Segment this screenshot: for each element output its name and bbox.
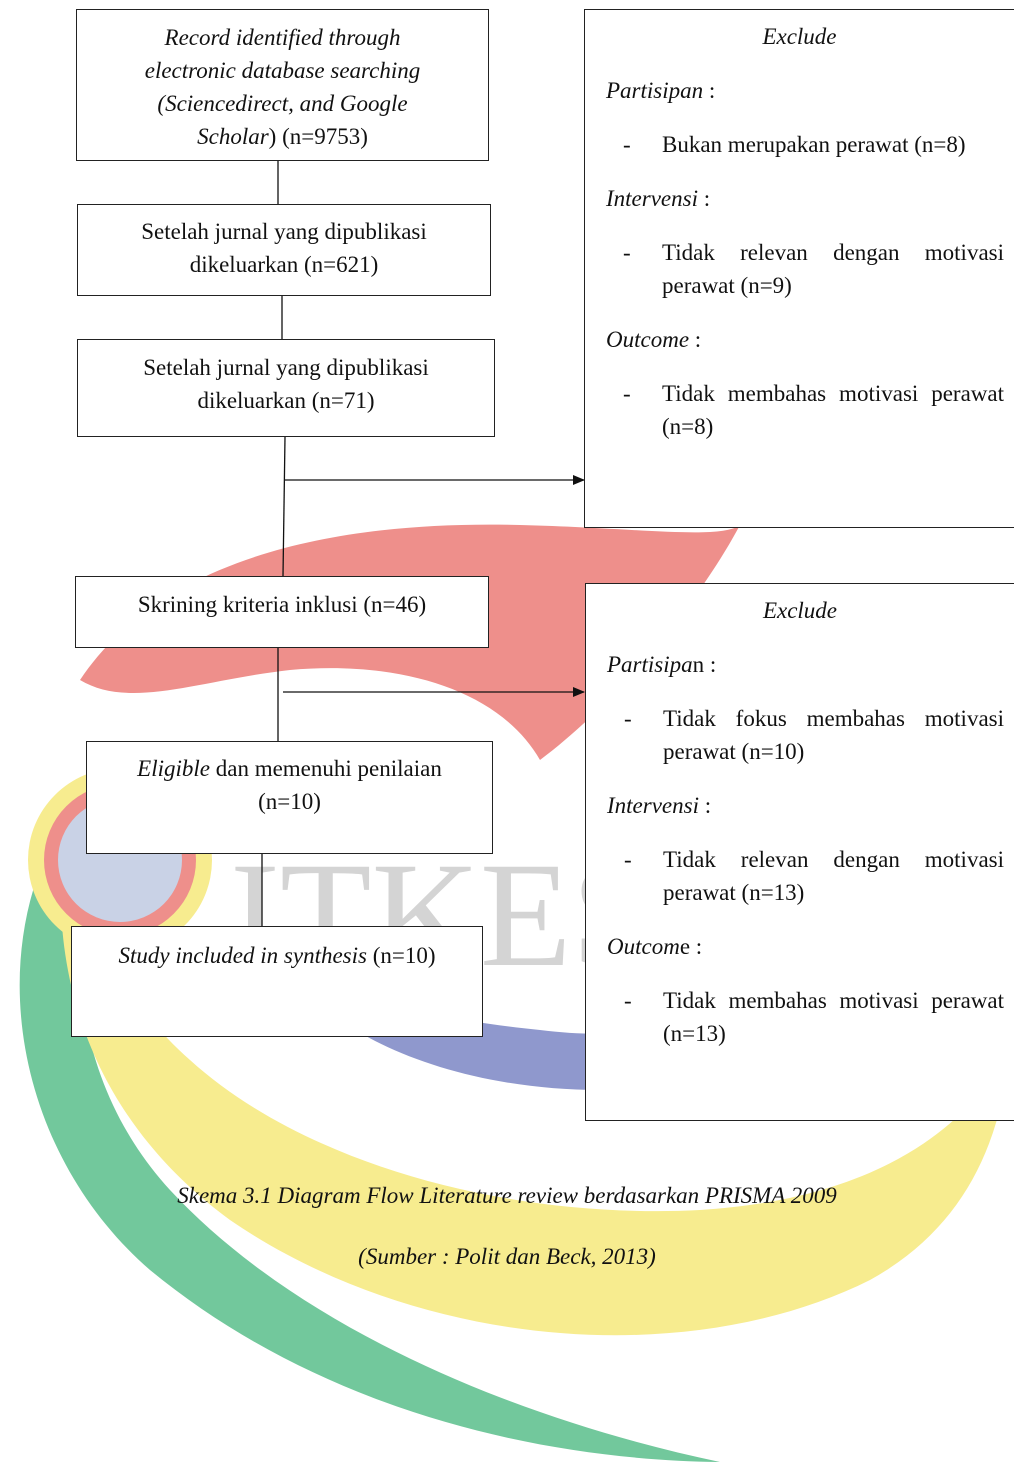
exclude-1-intervention-item: - Tidak relevan dengan motivasi perawat (… <box>585 236 1014 302</box>
list-dash: - <box>623 381 631 406</box>
flow-box-identified: Record identified through electronic dat… <box>76 9 489 161</box>
exclude-2-participant-heading: Partisipan : <box>586 648 1014 681</box>
watermark-yellow-swoosh <box>60 800 1011 1336</box>
box2-line1: Setelah jurnal yang dipublikasi <box>141 219 427 244</box>
box6-count: (n=10) <box>366 943 436 968</box>
exclude-2-title: Exclude <box>762 598 838 623</box>
figure-caption-source: (Sumber : Polit dan Beck, 2013) <box>358 1244 656 1269</box>
box3-line2: dikeluarkan (n=71) <box>197 388 375 413</box>
exclude-2-participant-text: Tidak fokus membahas motivasi perawat (n… <box>663 706 1004 764</box>
exclude-2-outcome-heading: Outcome : <box>586 930 1014 963</box>
exclude-2-outcome-item: - Tidak membahas motivasi perawat (n=13) <box>586 984 1014 1050</box>
exclude-2-intervention-text: Tidak relevan dengan motivasi perawat (n… <box>663 847 1004 905</box>
flow-box-screening: Skrining kriteria inklusi (n=46) <box>75 576 489 648</box>
list-dash: - <box>623 240 631 265</box>
exclude-1-outcome-label: Outcome <box>606 327 690 352</box>
exclude-1-intervention-text: Tidak relevan dengan motivasi perawat (n… <box>662 240 1004 298</box>
exclude-1-outcome-suffix: : <box>689 327 702 352</box>
exclude-1-outcome-heading: Outcome : <box>585 323 1014 356</box>
flow-box-published-removed-2: Setelah jurnal yang dipublikasi dikeluar… <box>77 339 495 437</box>
exclude-2-participant-item: - Tidak fokus membahas motivasi perawat (… <box>586 702 1014 768</box>
exclude-2-intervention-suffix: : <box>698 793 712 818</box>
flow-box-published-removed-1: Setelah jurnal yang dipublikasi dikeluar… <box>77 204 491 296</box>
box-identified-scholar: Scholar <box>197 124 269 149</box>
exclude-2-participant-suffix: n : <box>692 652 717 677</box>
exclude-1-outcome-item: - Tidak membahas motivasi perawat (n=8) <box>585 377 1014 443</box>
connector-3-4 <box>282 436 286 577</box>
exclude-1-intervention-label: Intervensi <box>606 186 698 211</box>
exclude-1-participant-item: - Bukan merupakan perawat (n=8) <box>585 128 1014 161</box>
flow-box-included: Study included in synthesis (n=10) <box>71 926 483 1037</box>
box5-line1-rest: dan memenuhi penilaian <box>209 756 442 781</box>
box5-line2: (n=10) <box>258 789 321 814</box>
exclude-1-outcome-text: Tidak membahas motivasi perawat (n=8) <box>662 381 1004 439</box>
box5-eligible: Eligible <box>137 756 210 781</box>
exclude-2-participant-label: Partisipa <box>607 652 693 677</box>
exclude-box-2: Exclude Partisipan : - Tidak fokus membah… <box>585 583 1014 1121</box>
exclude-1-participant-heading: Partisipan : <box>585 74 1014 107</box>
exclude-1-participant-text: Bukan merupakan perawat (n=8) <box>662 132 966 157</box>
box4-line1: Skrining kriteria inklusi (n=46) <box>137 592 427 617</box>
exclude-1-participant-suffix: : <box>703 78 716 103</box>
box-identified-count: ) (n=9753) <box>268 124 368 149</box>
box-identified-line2: electronic database searching <box>144 58 421 83</box>
box2-line2: dikeluarkan (n=621) <box>189 252 379 277</box>
exclude-2-outcome-label: Outcom <box>607 934 680 959</box>
list-dash: - <box>624 988 632 1013</box>
watermark-green-swoosh <box>19 760 721 1462</box>
list-dash: - <box>623 132 631 157</box>
list-dash: - <box>624 706 632 731</box>
exclude-1-title: Exclude <box>762 24 837 49</box>
flow-box-eligible: Eligible dan memenuhi penilaian (n=10) <box>86 741 493 854</box>
exclude-2-intervention-heading: Intervensi : <box>586 789 1014 822</box>
box3-line1: Setelah jurnal yang dipublikasi <box>143 355 429 380</box>
exclude-1-participant-label: Partisipan <box>606 78 704 103</box>
exclude-box-1: Exclude Partisipan : - Bukan merupakan pe… <box>584 9 1014 528</box>
box6-study-included: Study included in synthesis <box>118 943 367 968</box>
box-identified-line1: Record identified through <box>164 25 401 50</box>
box-identified-line3: (Sciencedirect, and Google <box>157 91 408 116</box>
figure-caption-title: Skema 3.1 Diagram Flow Literature review… <box>177 1183 837 1208</box>
exclude-2-intervention-item: - Tidak relevan dengan motivasi perawat (… <box>586 843 1014 909</box>
exclude-1-intervention-heading: Intervensi : <box>585 182 1014 215</box>
list-dash: - <box>624 847 632 872</box>
exclude-2-outcome-text: Tidak membahas motivasi perawat (n=13) <box>663 988 1004 1046</box>
exclude-2-outcome-suffix: e : <box>679 934 703 959</box>
exclude-2-intervention-label: Intervensi <box>607 793 699 818</box>
exclude-1-intervention-suffix: : <box>697 186 711 211</box>
